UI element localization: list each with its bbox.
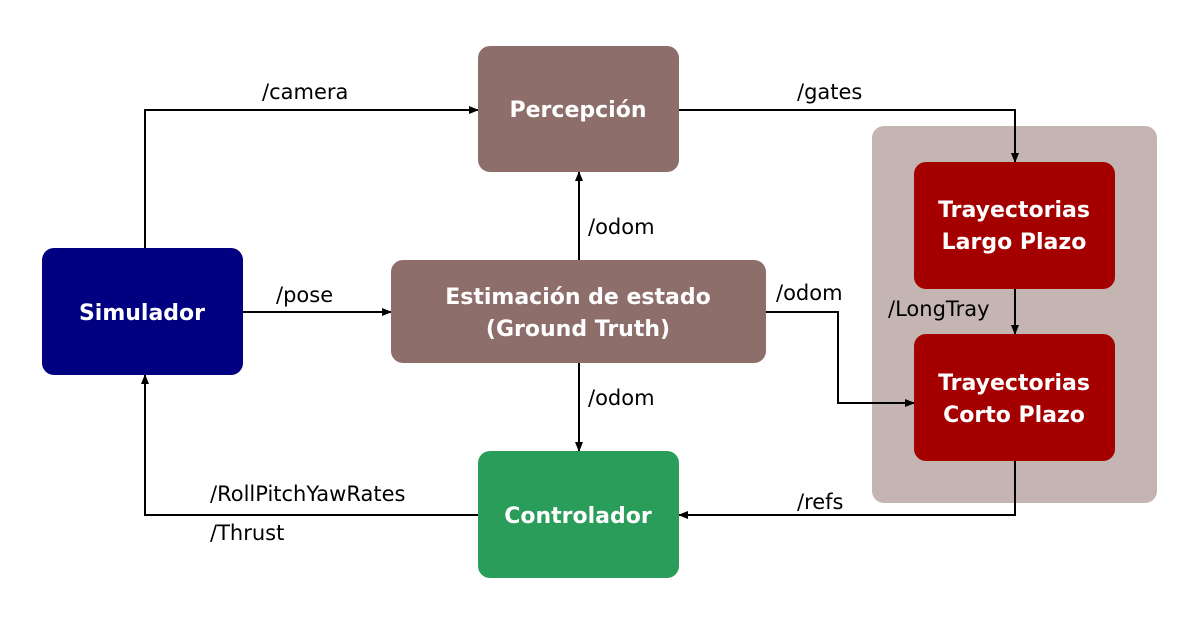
trayectorias-largo-label-line2: Largo Plazo — [942, 230, 1087, 255]
edge-label-longtray: /LongTray — [888, 297, 990, 321]
percepcion-box — [478, 46, 679, 172]
node-controlador: Controlador — [478, 451, 679, 578]
edge-camera — [144, 106, 479, 248]
edge-gates — [679, 109, 1019, 163]
edge-label-camera: /camera — [262, 80, 348, 104]
node-percepcion: Percepción — [478, 46, 679, 172]
node-trayectorias-largo: Trayectorias Largo Plazo — [914, 162, 1115, 289]
trayectorias-corto-label-line2: Corto Plazo — [943, 403, 1085, 428]
edge-label-pose: /pose — [276, 283, 333, 307]
edge-label-odom-right: /odom — [776, 281, 843, 305]
estimacion-label-line1: Estimación de estado — [445, 285, 711, 310]
edge-label-refs: /refs — [797, 490, 844, 514]
edge-commands — [141, 374, 478, 516]
edge-label-gates: /gates — [797, 80, 862, 104]
node-trayectorias-corto: Trayectorias Corto Plazo — [914, 334, 1115, 461]
controlador-label: Controlador — [504, 504, 652, 529]
controlador-box — [478, 451, 679, 578]
node-estimacion: Estimación de estado (Ground Truth) — [391, 260, 766, 363]
trayectorias-corto-label-line1: Trayectorias — [938, 371, 1090, 396]
simulador-box — [42, 248, 243, 375]
percepcion-label: Percepción — [510, 98, 647, 123]
trayectorias-largo-box — [914, 162, 1115, 289]
trayectorias-corto-box — [914, 334, 1115, 461]
edge-label-odom-up: /odom — [588, 215, 655, 239]
edge-label-thrust: /Thrust — [210, 521, 284, 545]
estimacion-label-line2: (Ground Truth) — [486, 317, 670, 342]
trayectorias-largo-label-line1: Trayectorias — [938, 198, 1090, 223]
node-simulador: Simulador — [42, 248, 243, 375]
edge-label-odom-down: /odom — [588, 386, 655, 410]
estimacion-box — [391, 260, 766, 363]
edge-odom-right — [766, 311, 915, 407]
edge-refs — [678, 461, 1016, 519]
edge-label-rates: /RollPitchYawRates — [210, 482, 405, 506]
simulador-label: Simulador — [79, 301, 205, 326]
